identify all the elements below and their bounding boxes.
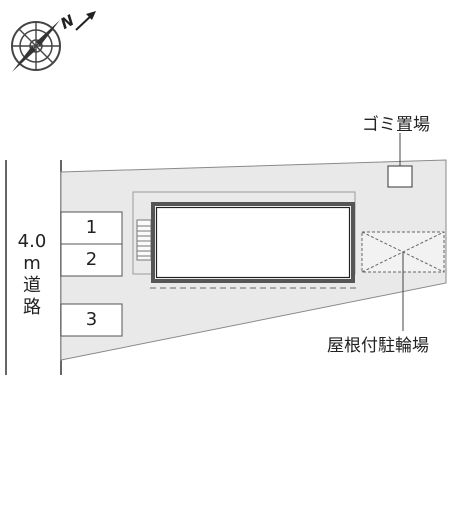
parking-space-1-box [60, 211, 123, 245]
road-width-unit: m [23, 253, 41, 274]
stairs-icon [136, 219, 152, 261]
road-width-value: 4.0 [17, 231, 47, 252]
main-building [151, 202, 355, 283]
compass-icon [11, 20, 61, 72]
parking-space-3: 3 [85, 309, 98, 330]
road-char-2: 路 [23, 297, 41, 318]
bike-parking-label: 屋根付駐輪場 [327, 336, 429, 356]
road-label: 4.0 m 道 路 [15, 231, 49, 319]
north-arrow-icon [75, 11, 96, 31]
parking-space-1: 1 [85, 217, 98, 238]
parking-space-3-box [60, 303, 123, 337]
parking-space-2-box [60, 243, 123, 277]
garbage-area [387, 165, 413, 188]
garbage-area-label: ゴミ置場 [362, 115, 430, 135]
road-char-1: 道 [23, 275, 41, 296]
parking-space-2: 2 [85, 249, 98, 270]
